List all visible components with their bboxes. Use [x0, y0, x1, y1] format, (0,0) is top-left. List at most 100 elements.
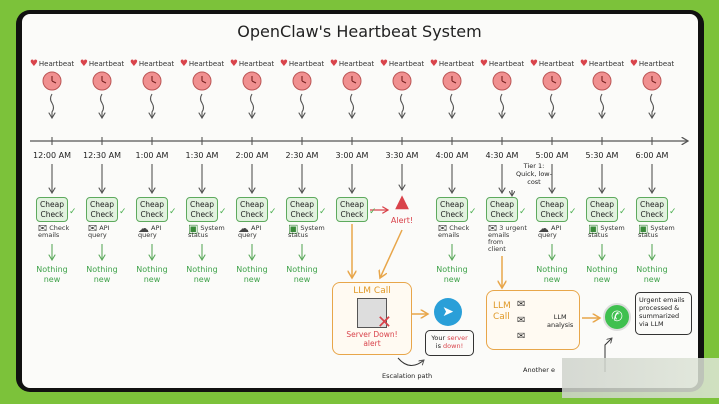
- heartbeat-arrow: [451, 93, 454, 118]
- heartbeat-arrow: [601, 93, 604, 118]
- envelope-icon: ✉: [88, 222, 98, 235]
- clock-hands: [51, 76, 57, 84]
- checkmark-icon: ✓: [569, 207, 577, 217]
- heart-icon: ♥: [179, 59, 188, 69]
- time-label: 6:00 AM: [635, 151, 669, 160]
- checkmark-icon: ✓: [469, 207, 477, 217]
- heart-icon: ♥: [329, 59, 338, 69]
- cloud-icon: ☁: [138, 222, 149, 235]
- heart-icon: ♥: [579, 59, 588, 69]
- heartbeat-label: ♥Heartbeat: [229, 59, 275, 69]
- time-label: 5:30 AM: [585, 151, 619, 160]
- heartbeat-label: ♥Heartbeat: [379, 59, 425, 69]
- heartbeat-label: ♥Heartbeat: [129, 59, 175, 69]
- escalation-arrow-2: [380, 229, 403, 278]
- heart-icon: ♥: [229, 59, 238, 69]
- heartbeat-label: ♥Heartbeat: [329, 59, 375, 69]
- clock-hands: [401, 76, 407, 84]
- another-label: Another e: [523, 366, 555, 374]
- heartbeat-arrow: [301, 93, 304, 118]
- telegram-icon: ➤: [434, 298, 462, 326]
- clock-hands: [351, 76, 357, 84]
- time-label: 1:30 AM: [185, 151, 219, 160]
- time-label: 3:00 AM: [335, 151, 369, 160]
- clock-hands: [451, 76, 457, 84]
- diagram-title: OpenClaw's Heartbeat System: [237, 22, 482, 41]
- clock-hands: [251, 76, 257, 84]
- heart-icon: ♥: [479, 59, 488, 69]
- checkmark-icon: ✓: [519, 207, 527, 217]
- heart-icon: ♥: [629, 59, 638, 69]
- heartbeat-arrow: [551, 93, 554, 118]
- llm-call-title: LLM Call: [353, 286, 391, 296]
- checkmark-icon: ✓: [619, 207, 627, 217]
- checkmark-icon: ✓: [69, 207, 77, 217]
- monitor-icon: ▣: [288, 222, 299, 235]
- tier-note: Tier 1:Quick, low-cost: [516, 162, 552, 186]
- time-label: 4:30 AM: [485, 151, 519, 160]
- heart-icon: ♥: [129, 59, 138, 69]
- envelope-icon: ✉: [438, 222, 448, 235]
- envelope-icon: ✉: [38, 222, 48, 235]
- heart-icon: ♥: [29, 59, 38, 69]
- cloud-icon: ☁: [238, 222, 249, 235]
- time-label: 3:30 AM: [385, 151, 419, 160]
- time-label: 1:00 AM: [135, 151, 169, 160]
- time-label: 12:30 AM: [83, 151, 121, 160]
- checkmark-icon: ✓: [169, 207, 177, 217]
- llm-call-server-box: LLM Call ✕ Server Down!alert: [332, 282, 412, 355]
- clock-hands: [101, 76, 107, 84]
- heartbeat-arrow: [201, 93, 204, 118]
- checkmark-icon: ✓: [369, 207, 377, 217]
- time-label: 2:30 AM: [285, 151, 319, 160]
- heartbeat-label: ♥Heartbeat: [629, 59, 675, 69]
- clock-hands: [651, 76, 657, 84]
- heartbeat-label: ♥Heartbeat: [279, 59, 325, 69]
- heartbeat-arrow: [151, 93, 154, 118]
- escalation-path-arrow: [397, 357, 424, 366]
- heart-icon: ♥: [529, 59, 538, 69]
- time-label: 5:00 AM: [535, 151, 569, 160]
- heartbeat-label: ♥Heartbeat: [29, 59, 75, 69]
- cloud-icon: ☁: [538, 222, 549, 235]
- envelope-icon: ✉: [488, 222, 498, 235]
- heartbeat-label: ♥Heartbeat: [179, 59, 225, 69]
- checkmark-icon: ✓: [319, 207, 327, 217]
- clock-hands: [601, 76, 607, 84]
- heartbeat-arrow: [101, 93, 104, 118]
- heartbeat-label: ♥Heartbeat: [479, 59, 525, 69]
- time-label: 2:00 AM: [235, 151, 269, 160]
- heartbeat-label: ♥Heartbeat: [579, 59, 625, 69]
- monitor-icon: ▣: [188, 222, 199, 235]
- heartbeat-label: ♥Heartbeat: [79, 59, 125, 69]
- clock-hands: [151, 76, 157, 84]
- checkmark-icon: ✓: [269, 207, 277, 217]
